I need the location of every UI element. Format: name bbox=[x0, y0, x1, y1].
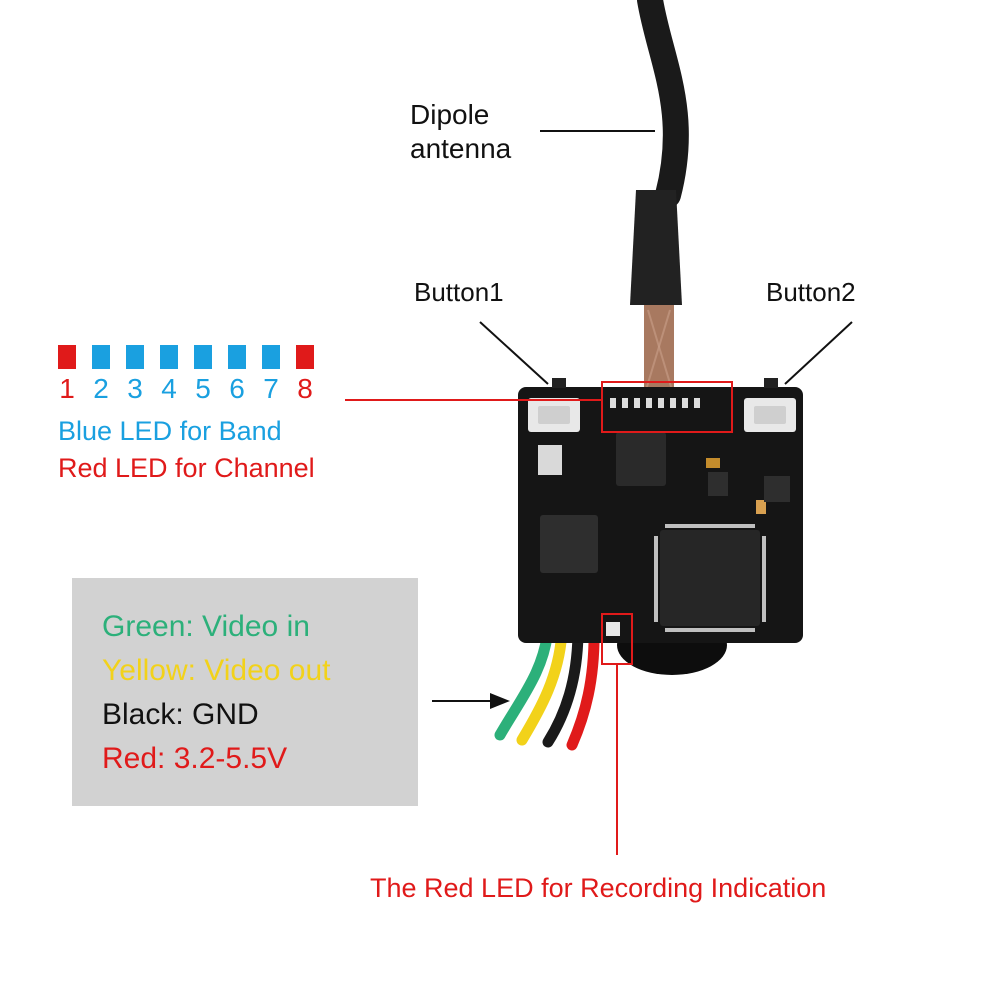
led-number: 1 bbox=[59, 373, 75, 404]
antenna-label-line1: Dipole bbox=[410, 99, 490, 130]
antenna-sleeve bbox=[630, 190, 682, 305]
led-row bbox=[610, 398, 700, 408]
led-number: 6 bbox=[229, 373, 245, 404]
yellow-wire bbox=[516, 624, 568, 746]
led-number: 3 bbox=[127, 373, 143, 404]
antenna-label-line2: antenna bbox=[410, 133, 512, 164]
recording-led bbox=[606, 622, 620, 636]
wire-arrowhead bbox=[490, 693, 510, 709]
button1-callout-line bbox=[479, 321, 549, 385]
led-number: 2 bbox=[93, 373, 109, 404]
small-ic bbox=[540, 515, 598, 573]
led-number: 4 bbox=[161, 373, 177, 404]
led-indicator-bar bbox=[58, 345, 76, 369]
button2-callout-line bbox=[784, 321, 853, 385]
red-wire bbox=[566, 622, 600, 751]
wire-legend-item: Green: Video in bbox=[102, 610, 310, 643]
led-indicator-bar bbox=[296, 345, 314, 369]
led-number: 8 bbox=[297, 373, 313, 404]
channel-legend: Red LED for Channel bbox=[58, 453, 315, 483]
led-indicator-bar bbox=[194, 345, 212, 369]
band-legend: Blue LED for Band bbox=[58, 416, 282, 446]
wire-legend-item: Black: GND bbox=[102, 698, 259, 731]
led-highlight-box bbox=[601, 381, 733, 433]
led-indicator-bar bbox=[126, 345, 144, 369]
wire-legend-item: Red: 3.2-5.5V bbox=[102, 742, 288, 775]
button1-label: Button1 bbox=[414, 277, 504, 307]
regulator-chip bbox=[616, 432, 666, 486]
wire-legend-item: Yellow: Video out bbox=[102, 654, 331, 687]
led-indicator-bar bbox=[92, 345, 110, 369]
led-indicator-bar bbox=[228, 345, 246, 369]
black-wire bbox=[542, 624, 584, 748]
led-number: 5 bbox=[195, 373, 211, 404]
led-indicator-bar bbox=[262, 345, 280, 369]
antenna-label: Dipole antenna bbox=[410, 98, 511, 166]
recording-led-label: The Red LED for Recording Indication bbox=[370, 873, 827, 903]
led-indicator-bar bbox=[160, 345, 178, 369]
led-number: 7 bbox=[263, 373, 279, 404]
wire-legend-box: Green: Video in Yellow: Video out Black:… bbox=[72, 578, 418, 806]
button2-label: Button2 bbox=[766, 277, 856, 307]
green-wire bbox=[494, 622, 554, 741]
antenna-cable bbox=[637, 0, 689, 208]
main-ic bbox=[660, 530, 760, 626]
